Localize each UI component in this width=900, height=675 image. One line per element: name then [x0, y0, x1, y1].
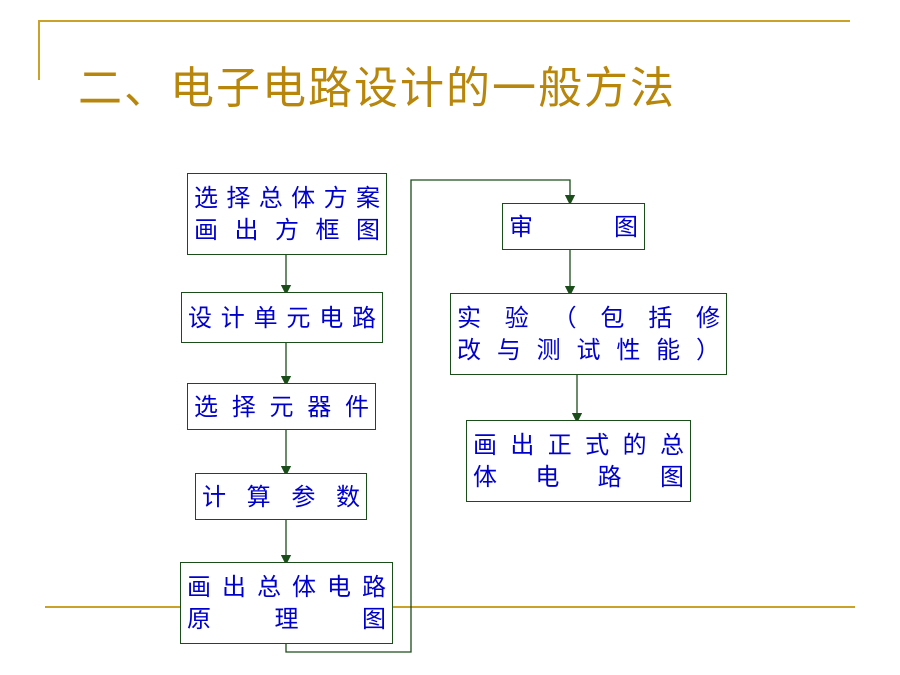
char: 体: [291, 184, 316, 212]
step-line: 设计单元电路: [188, 302, 376, 334]
step-schematic: 画出总体电路 原 理 图: [180, 562, 393, 644]
char: 元: [269, 392, 294, 421]
char: 体: [473, 463, 497, 491]
step-line: 实验 （ 包括修: [457, 302, 720, 334]
step-parameters: 计算参数: [195, 473, 367, 520]
char: 总: [257, 573, 281, 601]
char: 电: [319, 303, 344, 332]
step-experiment: 实验 （ 包括修 改与测试性能 ）: [450, 293, 727, 375]
char: 能: [656, 336, 681, 364]
char: 方: [275, 216, 299, 244]
char: 出: [234, 216, 259, 244]
char: 图: [356, 216, 380, 244]
char: 审: [509, 212, 533, 241]
char: 计: [220, 303, 245, 332]
step-overall-scheme: 选择总体方案 画出方框图: [187, 173, 387, 255]
char: 出: [222, 573, 246, 601]
char: 器: [307, 392, 332, 421]
char: 画: [473, 431, 497, 459]
char: 计: [202, 482, 226, 511]
char: ）: [695, 336, 720, 364]
char: 体: [292, 573, 316, 601]
char: 原: [187, 605, 211, 633]
char: 验: [504, 304, 529, 332]
char: 框: [315, 216, 340, 244]
char: 选: [194, 392, 218, 421]
char: 电: [327, 573, 351, 601]
step-line: 审图: [509, 211, 638, 243]
step-line: 画出正式的总: [473, 429, 684, 461]
char: 电: [535, 463, 560, 491]
char: 路: [362, 573, 386, 601]
char: 改: [457, 336, 481, 364]
step-components: 选择元器件: [187, 383, 376, 430]
char: 画: [194, 216, 218, 244]
char: 路: [351, 303, 376, 332]
char: 单: [253, 303, 278, 332]
left-rule: [38, 20, 40, 80]
step-unit-circuit: 设计单元电路: [181, 292, 383, 343]
char: 画: [187, 573, 211, 601]
char: 包: [600, 304, 625, 332]
char: 式: [585, 431, 610, 459]
char: 选: [194, 184, 218, 212]
char: 图: [659, 463, 684, 491]
step-line: 原理图: [187, 603, 386, 635]
step-line: 画出总体电路: [187, 571, 386, 603]
step-line: 改与测试性能 ）: [457, 334, 720, 366]
char: 图: [614, 212, 638, 241]
char: 元: [286, 303, 311, 332]
char: 件: [345, 392, 369, 421]
char: 设: [188, 303, 212, 332]
char: 数: [335, 482, 360, 511]
char: 方: [323, 184, 348, 212]
step-line: 画出方框图: [194, 214, 380, 246]
char: 算: [246, 482, 271, 511]
char: 出: [510, 431, 535, 459]
char: 图: [362, 605, 386, 633]
char: 总: [659, 431, 684, 459]
step-line: 计算参数: [202, 481, 360, 513]
char: 路: [597, 463, 622, 491]
char: 参: [291, 482, 316, 511]
char: 测: [536, 336, 561, 364]
char: 修: [695, 304, 720, 332]
arrow-5-6: [285, 179, 576, 653]
char: 实: [457, 304, 481, 332]
char: 性: [616, 336, 641, 364]
char: 择: [226, 184, 251, 212]
char: 理: [274, 605, 299, 633]
top-rule: [38, 20, 850, 22]
step-review: 审图: [502, 203, 645, 250]
bottom-rule: [45, 606, 855, 608]
char: 与: [496, 336, 521, 364]
page-title: 二、电子电路设计的一般方法: [78, 63, 676, 114]
step-final-diagram: 画出正式的总 体 电 路 图: [466, 420, 691, 502]
char: 的: [622, 431, 647, 459]
char: 试: [576, 336, 601, 364]
char: 总: [258, 184, 283, 212]
step-line: 选择元器件: [194, 391, 369, 423]
char: 正: [547, 431, 572, 459]
step-line: 选择总体方案: [194, 182, 380, 214]
char: 择: [231, 392, 256, 421]
char: （: [552, 304, 577, 332]
step-line: 体电路图: [473, 461, 684, 493]
char: 案: [355, 184, 380, 212]
char: 括: [648, 304, 673, 332]
